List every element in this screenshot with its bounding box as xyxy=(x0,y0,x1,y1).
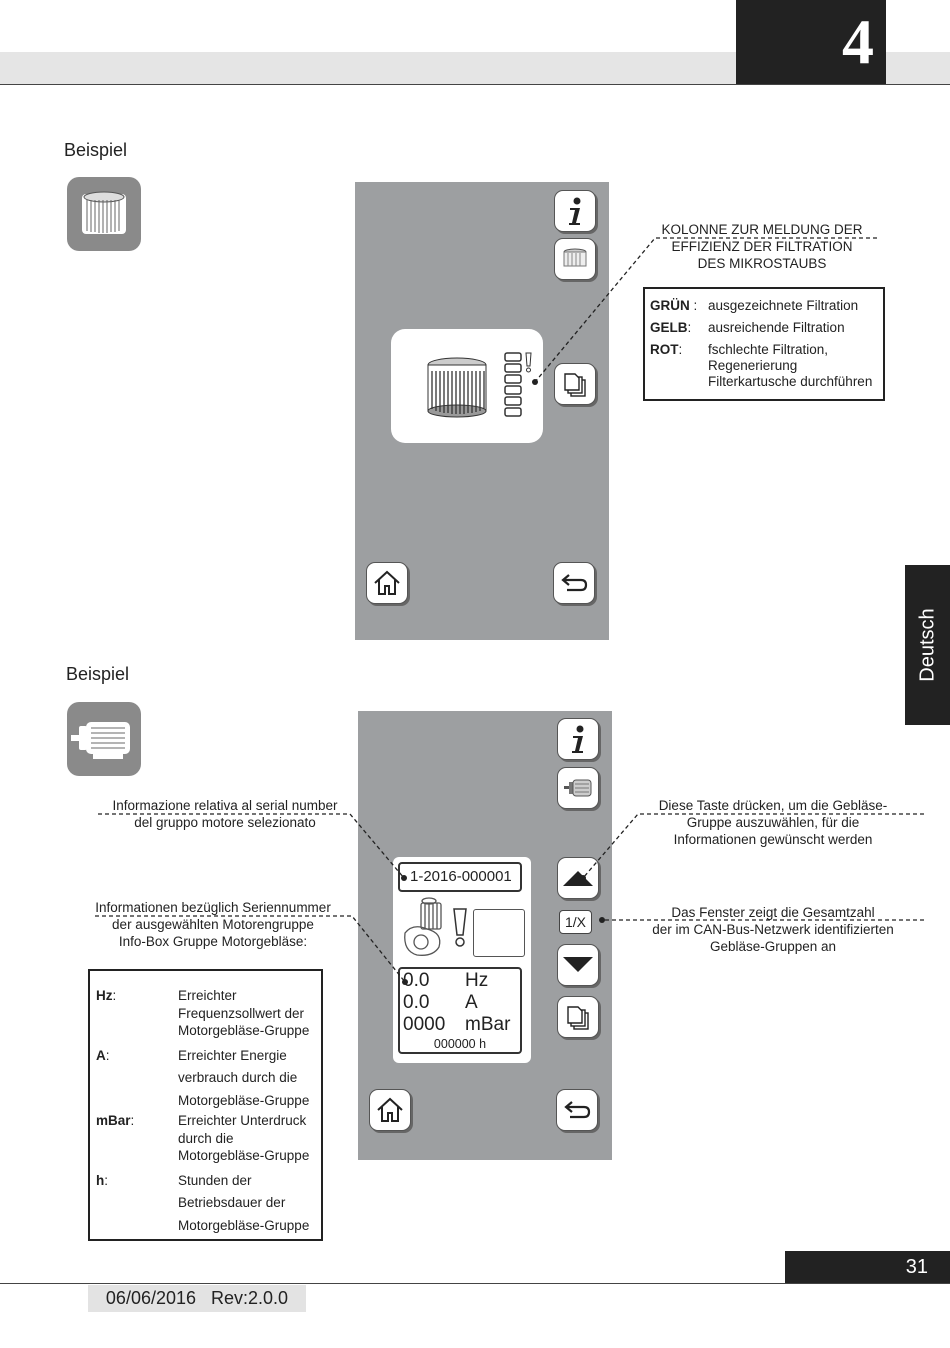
footer-date-revision: 06/06/2016 Rev:2.0.0 xyxy=(88,1285,306,1312)
arrow-down-icon xyxy=(563,957,593,972)
filter-cartridge-icon xyxy=(67,177,141,251)
hours-readout: 000000 h xyxy=(433,1037,487,1051)
filter-button[interactable] xyxy=(554,238,596,280)
language-tab: Deutsch xyxy=(905,565,950,725)
back-arrow-icon xyxy=(561,574,588,592)
home-icon xyxy=(374,570,400,595)
motor-button[interactable] xyxy=(557,767,599,809)
label-serial-italian: Informazione relativa al serial number d… xyxy=(112,798,338,830)
legend-row-mbar: mBar: Erreichter Unterdruck durch die Mo… xyxy=(96,1113,310,1163)
legend-row-a: A: Erreichter Energie verbrauch durch di… xyxy=(96,1047,310,1108)
efficiency-bar-column xyxy=(504,352,532,417)
language-tab-label: Deutsch xyxy=(916,608,938,682)
filter-legend-box: GRÜN : ausgezeichnete Filtration GELB: a… xyxy=(643,287,885,401)
pages-button-2[interactable] xyxy=(557,996,599,1038)
image-placeholder-box xyxy=(473,909,525,957)
legend-row-green: GRÜN : ausgezeichnete Filtration xyxy=(650,298,859,313)
legend-row-hz: Hz: Erreichter Frequenzsollwert der Moto… xyxy=(96,988,310,1038)
home-button[interactable] xyxy=(366,562,408,604)
label-group-count: Das Fenster zeigt die Gesamtzahl der im … xyxy=(652,905,894,954)
home-button-2[interactable] xyxy=(369,1089,411,1131)
exclamation-icon xyxy=(525,352,532,367)
filter-cartridge-image xyxy=(427,357,487,418)
group-up-button[interactable] xyxy=(557,857,599,899)
group-count-indicator: 1/X xyxy=(559,910,592,934)
legend-row-h: h: Stunden der Betriebsdauer der Motorge… xyxy=(96,1172,310,1233)
filter-icon xyxy=(563,248,587,267)
pages-icon xyxy=(567,1006,589,1030)
motor-icon xyxy=(67,702,141,776)
exclamation-icon xyxy=(453,908,467,947)
motor-blower-image xyxy=(404,897,442,956)
home-icon xyxy=(377,1097,403,1122)
info-button[interactable] xyxy=(554,190,596,232)
label-serial-german: Informationen bezüglich Seriennummer der… xyxy=(95,900,331,949)
info-icon xyxy=(572,725,584,753)
serial-number-field: 1-2016-000001 xyxy=(398,862,522,892)
pages-button[interactable] xyxy=(554,363,596,405)
legend-row-red: ROT: fschlechte Filtration, Regenerierun… xyxy=(650,342,873,389)
pages-icon xyxy=(564,373,586,397)
arrow-up-icon xyxy=(563,871,593,886)
back-button-2[interactable] xyxy=(556,1089,598,1131)
label-up-button: Diese Taste drücken, um die Gebläse- Gru… xyxy=(658,798,888,847)
section1-title: Beispiel xyxy=(64,140,128,160)
back-button[interactable] xyxy=(553,562,595,604)
efficiency-column-callout: KOLONNE ZUR MELDUNG DER EFFIZIENZ DER FI… xyxy=(661,222,863,271)
footer-rule xyxy=(0,1283,950,1284)
filter-status-box xyxy=(391,329,543,443)
group-down-button[interactable] xyxy=(557,944,599,986)
chapter-number: 4 xyxy=(736,0,886,84)
motor-legend-box: Hz: Erreichter Frequenzsollwert der Moto… xyxy=(88,969,323,1241)
motor-icon xyxy=(564,779,592,797)
page-number: 31 xyxy=(785,1251,950,1283)
back-arrow-icon xyxy=(564,1101,591,1119)
info-icon xyxy=(569,197,581,225)
info-button-2[interactable] xyxy=(557,718,599,760)
legend-row-yellow: GELB: ausreichende Filtration xyxy=(650,320,845,335)
section2-title: Beispiel xyxy=(66,664,130,684)
screen-panel-filter xyxy=(355,182,609,640)
